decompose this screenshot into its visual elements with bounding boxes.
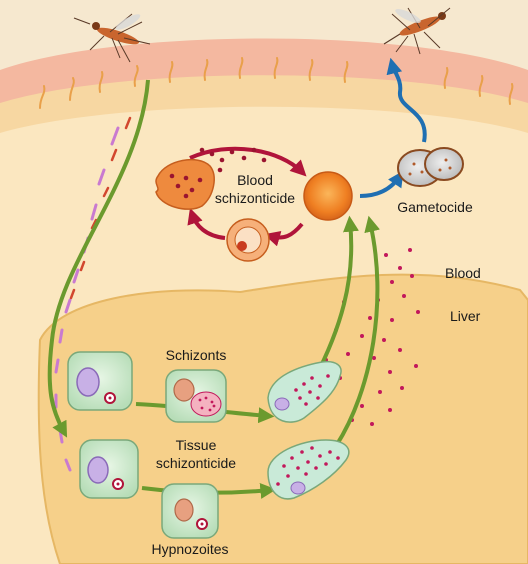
label-hypnozoites: Hypnozoites — [151, 541, 228, 557]
parasite-fragments — [69, 116, 132, 300]
cycle-arrow-left — [187, 207, 226, 240]
red-blood-cell — [303, 171, 353, 221]
sporozoites — [54, 126, 120, 472]
label-blood-schizonticide-line1: Blood — [237, 172, 273, 188]
skin-capillaries — [39, 57, 514, 109]
label-blood: Blood — [445, 265, 481, 281]
trophozoite-nucleus — [237, 241, 247, 251]
hepatocyte-lower — [79, 439, 139, 499]
merozoites-released — [169, 147, 267, 199]
gametocide-arrow — [359, 170, 404, 198]
label-liver: Liver — [450, 308, 481, 324]
hypnozoite-cell — [161, 483, 219, 539]
label-tissue-schizonticide-line2: schizonticide — [156, 455, 236, 471]
transmission-arrow — [386, 57, 427, 143]
label-tissue-schizonticide-line1: Tissue — [176, 437, 217, 453]
label-gametocide: Gametocide — [397, 199, 473, 215]
rupturing-schizont-lower — [267, 439, 350, 500]
skin-pink-layer — [0, 38, 528, 105]
hepatocyte-upper — [67, 351, 133, 411]
rupturing-schizont-upper — [267, 360, 342, 423]
mosquito-left-icon — [73, 13, 151, 63]
cycle-arrow-bottom — [263, 222, 304, 247]
label-blood-schizonticide-line2: schizonticide — [215, 190, 295, 206]
ruptured-rbc — [155, 158, 215, 210]
skin-dermis-layer — [0, 75, 528, 135]
label-schizonts: Schizonts — [166, 347, 227, 363]
gametocytes — [397, 147, 464, 187]
schizont-cell — [165, 369, 227, 423]
liver-to-blood-arrow-2 — [334, 215, 380, 448]
sporozoite-path-arrow — [47, 79, 150, 438]
mosquito-right-icon — [383, 7, 451, 55]
